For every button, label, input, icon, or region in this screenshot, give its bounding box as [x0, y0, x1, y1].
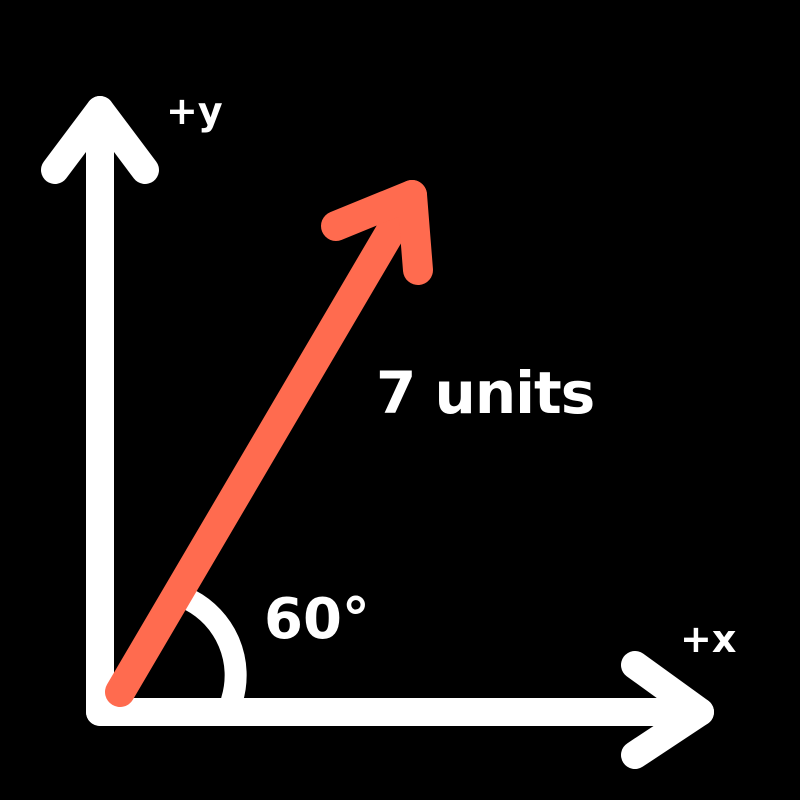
y-axis-label: +y — [166, 89, 223, 133]
magnitude-label: 7 units — [376, 359, 595, 427]
angle-arc — [179, 589, 247, 711]
x-axis — [86, 651, 714, 769]
vector-arrow — [105, 180, 433, 707]
vector-line — [105, 180, 427, 707]
angle-label: 60° — [264, 587, 370, 652]
x-axis-arrowhead — [621, 651, 714, 769]
x-axis-label: +x — [680, 617, 737, 661]
y-axis — [41, 96, 159, 726]
vector-arrowhead — [321, 180, 433, 285]
y-axis-arrowhead — [41, 96, 159, 184]
